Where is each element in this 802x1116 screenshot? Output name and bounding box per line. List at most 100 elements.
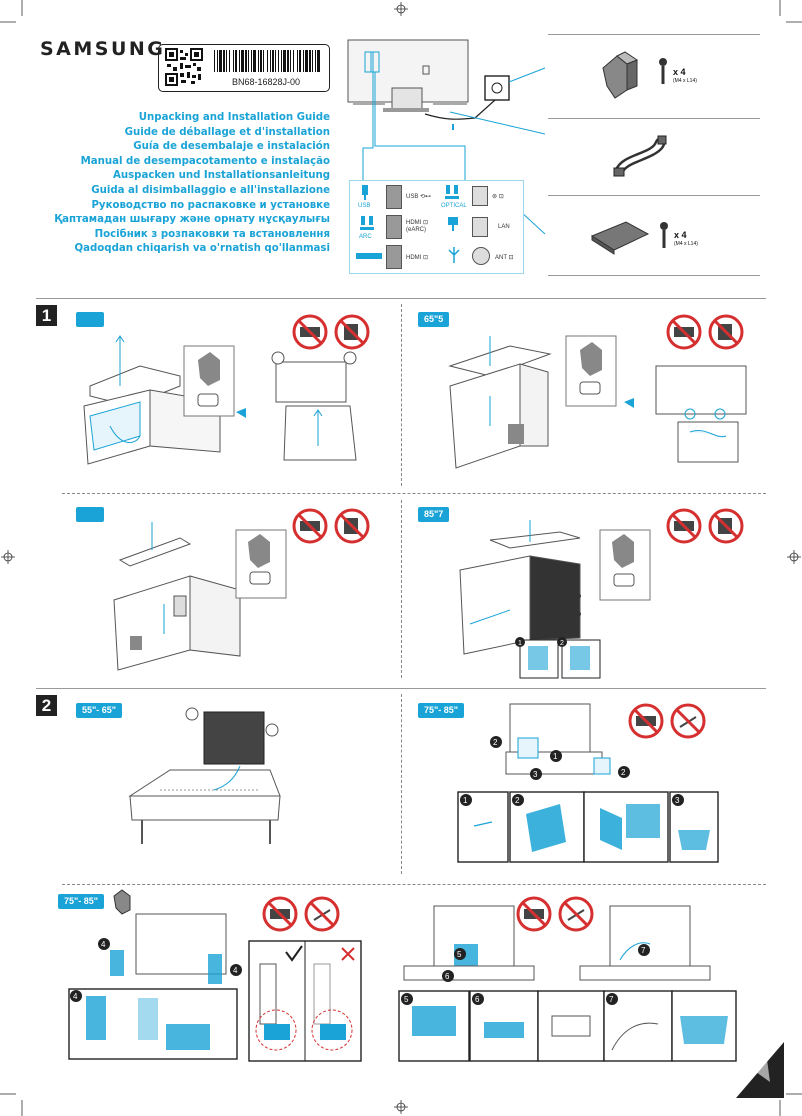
callout-6: 6 (475, 995, 480, 1004)
hdmi-earc-label: HDMI ⊡ (406, 220, 429, 226)
parts-divider (548, 34, 760, 35)
barcode-bar (233, 50, 234, 72)
ant-port (472, 247, 490, 265)
hdmi-earc-port (386, 215, 402, 239)
unbox-illustration-a (83, 335, 357, 465)
size-badge-75-85: 75"- 85" (418, 703, 465, 718)
callout-5: 5 (457, 950, 462, 959)
barcode-bar (281, 50, 282, 72)
unbox-illustration-c (113, 522, 287, 671)
label-box (158, 44, 330, 92)
power-cable-image (613, 135, 667, 177)
callout-3: 3 (533, 770, 538, 779)
lan-port-label: LAN (498, 224, 510, 230)
size-badge-blank (76, 312, 104, 327)
barcode-bar (317, 50, 320, 72)
barcode-bar (315, 50, 316, 72)
callout-2: 2 (493, 738, 498, 747)
detail-panels-step5-7: 5 6 7 (398, 990, 737, 1062)
hdmi-port (386, 245, 402, 269)
size-badge-55-65: 55"- 65" (76, 703, 123, 718)
no-lay-flat-icons (292, 314, 370, 350)
tilt-tv-illustration: 7 (579, 905, 711, 981)
barcode-bar (235, 50, 237, 72)
step2-rule (36, 688, 766, 689)
no-lay-flat-icons (666, 508, 744, 544)
usb-port-label: USB ⟲⊷ (406, 194, 432, 200)
parts-divider (548, 195, 760, 196)
remove-packaging-illustration: 2 1 3 2 (490, 703, 630, 780)
barcode-bar (248, 50, 249, 72)
correct-incorrect-panel (248, 940, 362, 1062)
usb-port (386, 185, 402, 209)
title-fr: Guide de déballage et d'installation (124, 126, 330, 138)
barcode-bar (290, 50, 291, 72)
barcode-bar (305, 50, 308, 72)
barcode-bar (287, 50, 289, 72)
table-placement-illustration (128, 707, 281, 844)
barcode-bar (303, 50, 304, 72)
barcode-bar (263, 50, 264, 72)
barcode-bar (260, 50, 262, 72)
step1-number: 1 (36, 305, 57, 326)
barcode-bar (278, 50, 279, 72)
size-badge-75-85: 75"- 85" (58, 894, 105, 909)
title-uz: Qadoqdan chiqarish va o'rnatish qo'llanm… (74, 243, 330, 255)
step2-row-divider (62, 884, 766, 885)
step1-row-divider (62, 493, 766, 494)
barcode-bar (251, 50, 252, 72)
lan-port (472, 217, 488, 237)
barcode-bar (241, 50, 244, 72)
title-ru: Руководство по распаковке и установке (91, 199, 330, 211)
barcode-bar (253, 50, 256, 72)
step1-rule (36, 298, 766, 299)
usb-icon-label: USB (358, 203, 371, 209)
barcode-bar (258, 50, 259, 72)
title-it: Guida al disimballaggio e all'installazi… (91, 184, 330, 196)
barcode-bar (217, 50, 218, 72)
barcode-bar (267, 50, 268, 72)
samsung-logo: SAMSUNG (40, 38, 166, 60)
barcode-bar (309, 50, 311, 72)
barcode-bar (219, 50, 222, 72)
stand-bracket-image (602, 51, 667, 99)
no-lay-flat-icons (516, 896, 594, 932)
check-icon (285, 945, 303, 962)
lift-support-illustration: 5 6 (403, 905, 535, 982)
callout-7: 7 (641, 946, 646, 955)
cross-icon (341, 947, 355, 961)
attach-brackets-illustration: 4 4 (98, 913, 242, 984)
stand-base-image (590, 221, 668, 255)
callout-3: 3 (675, 796, 680, 805)
detail-panels-step2: 1 2 3 (457, 791, 719, 863)
arc-icon-label: ARC (359, 234, 372, 240)
barcode-bar (283, 50, 286, 72)
step1-split-lower (401, 500, 402, 678)
callout-1: 1 (553, 752, 558, 761)
parts-divider (548, 275, 760, 276)
callout-6: 6 (445, 972, 450, 981)
base-screw-spec: (M4 x L14) (674, 241, 698, 247)
page-turn-corner (736, 1042, 784, 1098)
detail-panel-4: 4 (68, 988, 238, 1060)
title-en: Unpacking and Installation Guide (138, 112, 330, 123)
no-lay-flat-icons (628, 703, 706, 739)
barcode-bar (293, 50, 294, 72)
title-es: Guía de desembalaje e instalación (133, 141, 330, 153)
device-icon (356, 253, 382, 259)
step1-split (401, 304, 402, 486)
barcode-bar (226, 50, 227, 72)
callout-7: 7 (609, 995, 614, 1004)
lan-icon (448, 217, 458, 231)
unbox-illustration-b (448, 335, 747, 469)
optical-port-label: ⊚ ⊡ (492, 194, 504, 200)
callout-1: 1 (463, 796, 468, 805)
tv-rear-illustration (347, 39, 546, 235)
callout-4: 4 (73, 992, 78, 1001)
unbox-illustration-d: 1 2 (459, 520, 651, 679)
barcode-bar (270, 50, 271, 72)
barcode-bar (245, 50, 247, 72)
callout-5: 5 (404, 995, 409, 1004)
hdmi-port-label: HDMI ⊡ (406, 255, 429, 261)
